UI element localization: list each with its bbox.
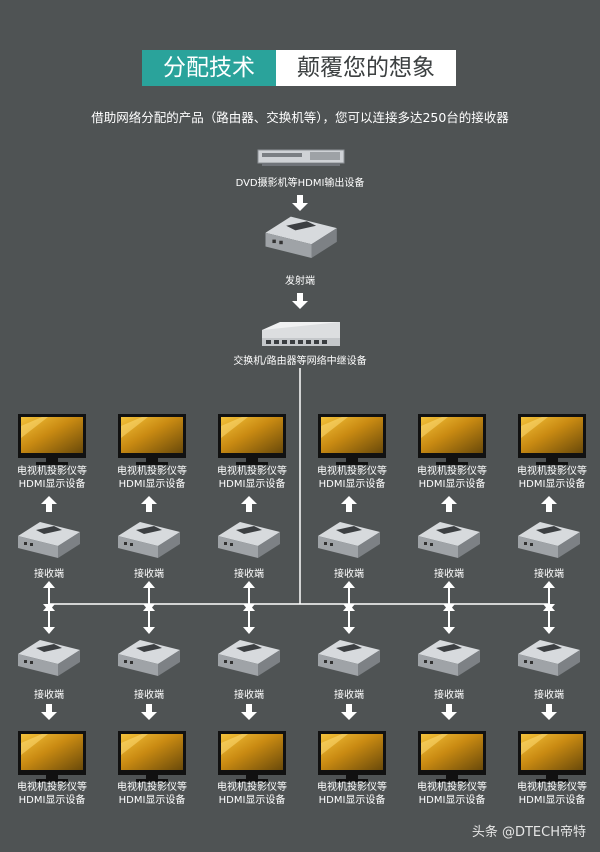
arrow-down-icon [543,604,555,634]
tv-icon [318,414,386,465]
tv-icon [518,414,586,465]
receiver-icon [418,640,480,676]
title-white-box: 颠覆您的想象 [276,50,456,86]
receiver-icon [518,522,580,558]
transmitter-icon [265,216,337,258]
receiver-label: 接收端 [34,690,64,701]
tv-icon [418,731,486,782]
arrow-down-icon [141,704,157,720]
tv-icon [18,414,86,465]
arrow-row-3 [41,704,557,720]
receiver-icon [218,522,280,558]
receiver-label: 接收端 [134,690,164,701]
source-label: DVD摄影机等HDMI输出设备 [235,178,365,189]
subtitle: 借助网络分配的产品（路由器、交换机等），您可以连接多达250台的接收器 [91,110,509,125]
arrow-up-icon [41,496,57,512]
title-accent-box: 分配技术 [142,50,276,86]
tv-icon [218,414,286,465]
arrow-up-icon [341,496,357,512]
switch-label: 交换机/路由器等网络中继设备 [233,356,367,367]
network-lines [49,368,549,605]
tv-icon [118,414,186,465]
arrow-down-icon [441,704,457,720]
receiver-icon [318,522,380,558]
arrow-up-icon [241,496,257,512]
receiver-label: 接收端 [334,569,364,580]
tv-icon [418,414,486,465]
tv-icon [518,731,586,782]
dvd-player-icon [257,149,345,166]
watermark: 头条 @DTECH帝特 [471,825,586,840]
receiver-label: 接收端 [334,690,364,701]
arrow-down-icon [241,704,257,720]
receiver-label: 接收端 [234,690,264,701]
arrow-down-icon [43,604,55,634]
receiver-icon [18,640,80,676]
receiver-icon [118,522,180,558]
arrow-down-icon [541,704,557,720]
receiver-icon [318,640,380,676]
arrow-down-icon [343,604,355,634]
arrow-row-2 [43,581,555,634]
receiver-icon [18,522,80,558]
arrow-down-icon [143,604,155,634]
receiver-row-top [18,522,580,558]
arrow-down-icon [292,293,308,309]
arrow-down-icon [41,704,57,720]
display-row-top [18,414,586,465]
receiver-label: 接收端 [434,569,464,580]
arrow-down-icon [341,704,357,720]
receiver-label: 接收端 [534,569,564,580]
receiver-icon [218,640,280,676]
receiver-label: 接收端 [34,569,64,580]
receiver-label: 接收端 [434,690,464,701]
tv-icon [118,731,186,782]
arrow-row-1 [41,496,557,512]
receiver-label: 接收端 [534,690,564,701]
receiver-icon [118,640,180,676]
arrow-down-icon [292,195,308,211]
receiver-label: 接收端 [234,569,264,580]
receiver-row-bottom [18,640,580,676]
receiver-icon [418,522,480,558]
network-switch-icon [262,322,340,346]
receiver-label: 接收端 [134,569,164,580]
receiver-icon [518,640,580,676]
display-row-bottom [18,731,586,782]
arrow-down-icon [243,604,255,634]
arrow-up-icon [441,496,457,512]
transmitter-label: 发射端 [285,276,315,287]
tv-icon [18,731,86,782]
tv-icon [218,731,286,782]
arrow-up-icon [541,496,557,512]
arrow-down-icon [443,604,455,634]
arrow-up-icon [141,496,157,512]
tv-icon [318,731,386,782]
